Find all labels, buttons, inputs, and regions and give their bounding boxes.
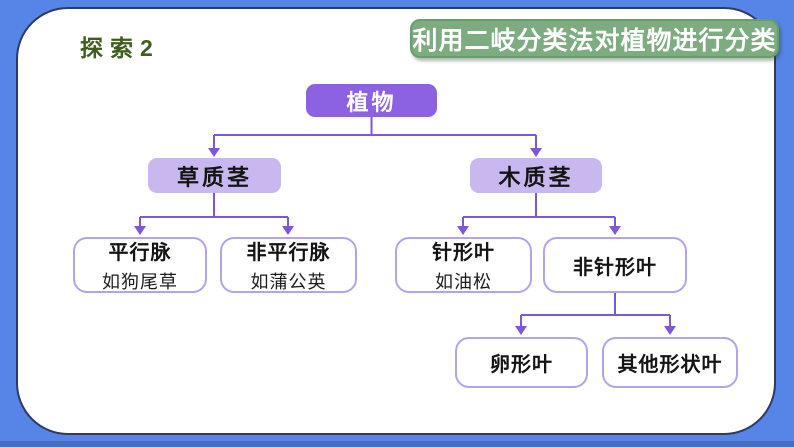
node-title: 非平行脉 xyxy=(246,242,331,264)
node-title: 非针形叶 xyxy=(573,256,657,279)
node-needle-leaf: 针形叶 如油松 xyxy=(395,237,532,293)
node-label: 植物 xyxy=(346,89,397,115)
node-title: 针形叶 xyxy=(432,242,495,264)
node-title: 平行脉 xyxy=(108,242,172,264)
node-label: 木质茎 xyxy=(498,164,574,190)
node-herbaceous-stem: 草质茎 xyxy=(148,158,281,193)
node-other-shape-leaf: 其他形状叶 xyxy=(602,337,738,388)
node-example: 如狗尾草 xyxy=(102,272,178,292)
node-plant: 植物 xyxy=(306,84,437,117)
node-title: 卵形叶 xyxy=(490,354,553,376)
node-example: 如蒲公英 xyxy=(250,272,327,292)
explore-badge: 探索2 xyxy=(80,35,160,61)
node-woody-stem: 木质茎 xyxy=(470,158,602,193)
node-non-parallel-vein: 非平行脉 如蒲公英 xyxy=(220,237,357,293)
node-title: 其他形状叶 xyxy=(617,354,723,376)
node-non-needle-leaf: 非针形叶 xyxy=(543,237,687,293)
node-oval-leaf: 卵形叶 xyxy=(455,337,588,388)
title-banner: 利用二岐分类法对植物进行分类 xyxy=(410,19,779,58)
node-example: 如油松 xyxy=(435,272,492,292)
node-label: 草质茎 xyxy=(176,164,252,190)
node-parallel-vein: 平行脉 如狗尾草 xyxy=(73,237,207,293)
slide-bottom-edge xyxy=(0,441,794,447)
